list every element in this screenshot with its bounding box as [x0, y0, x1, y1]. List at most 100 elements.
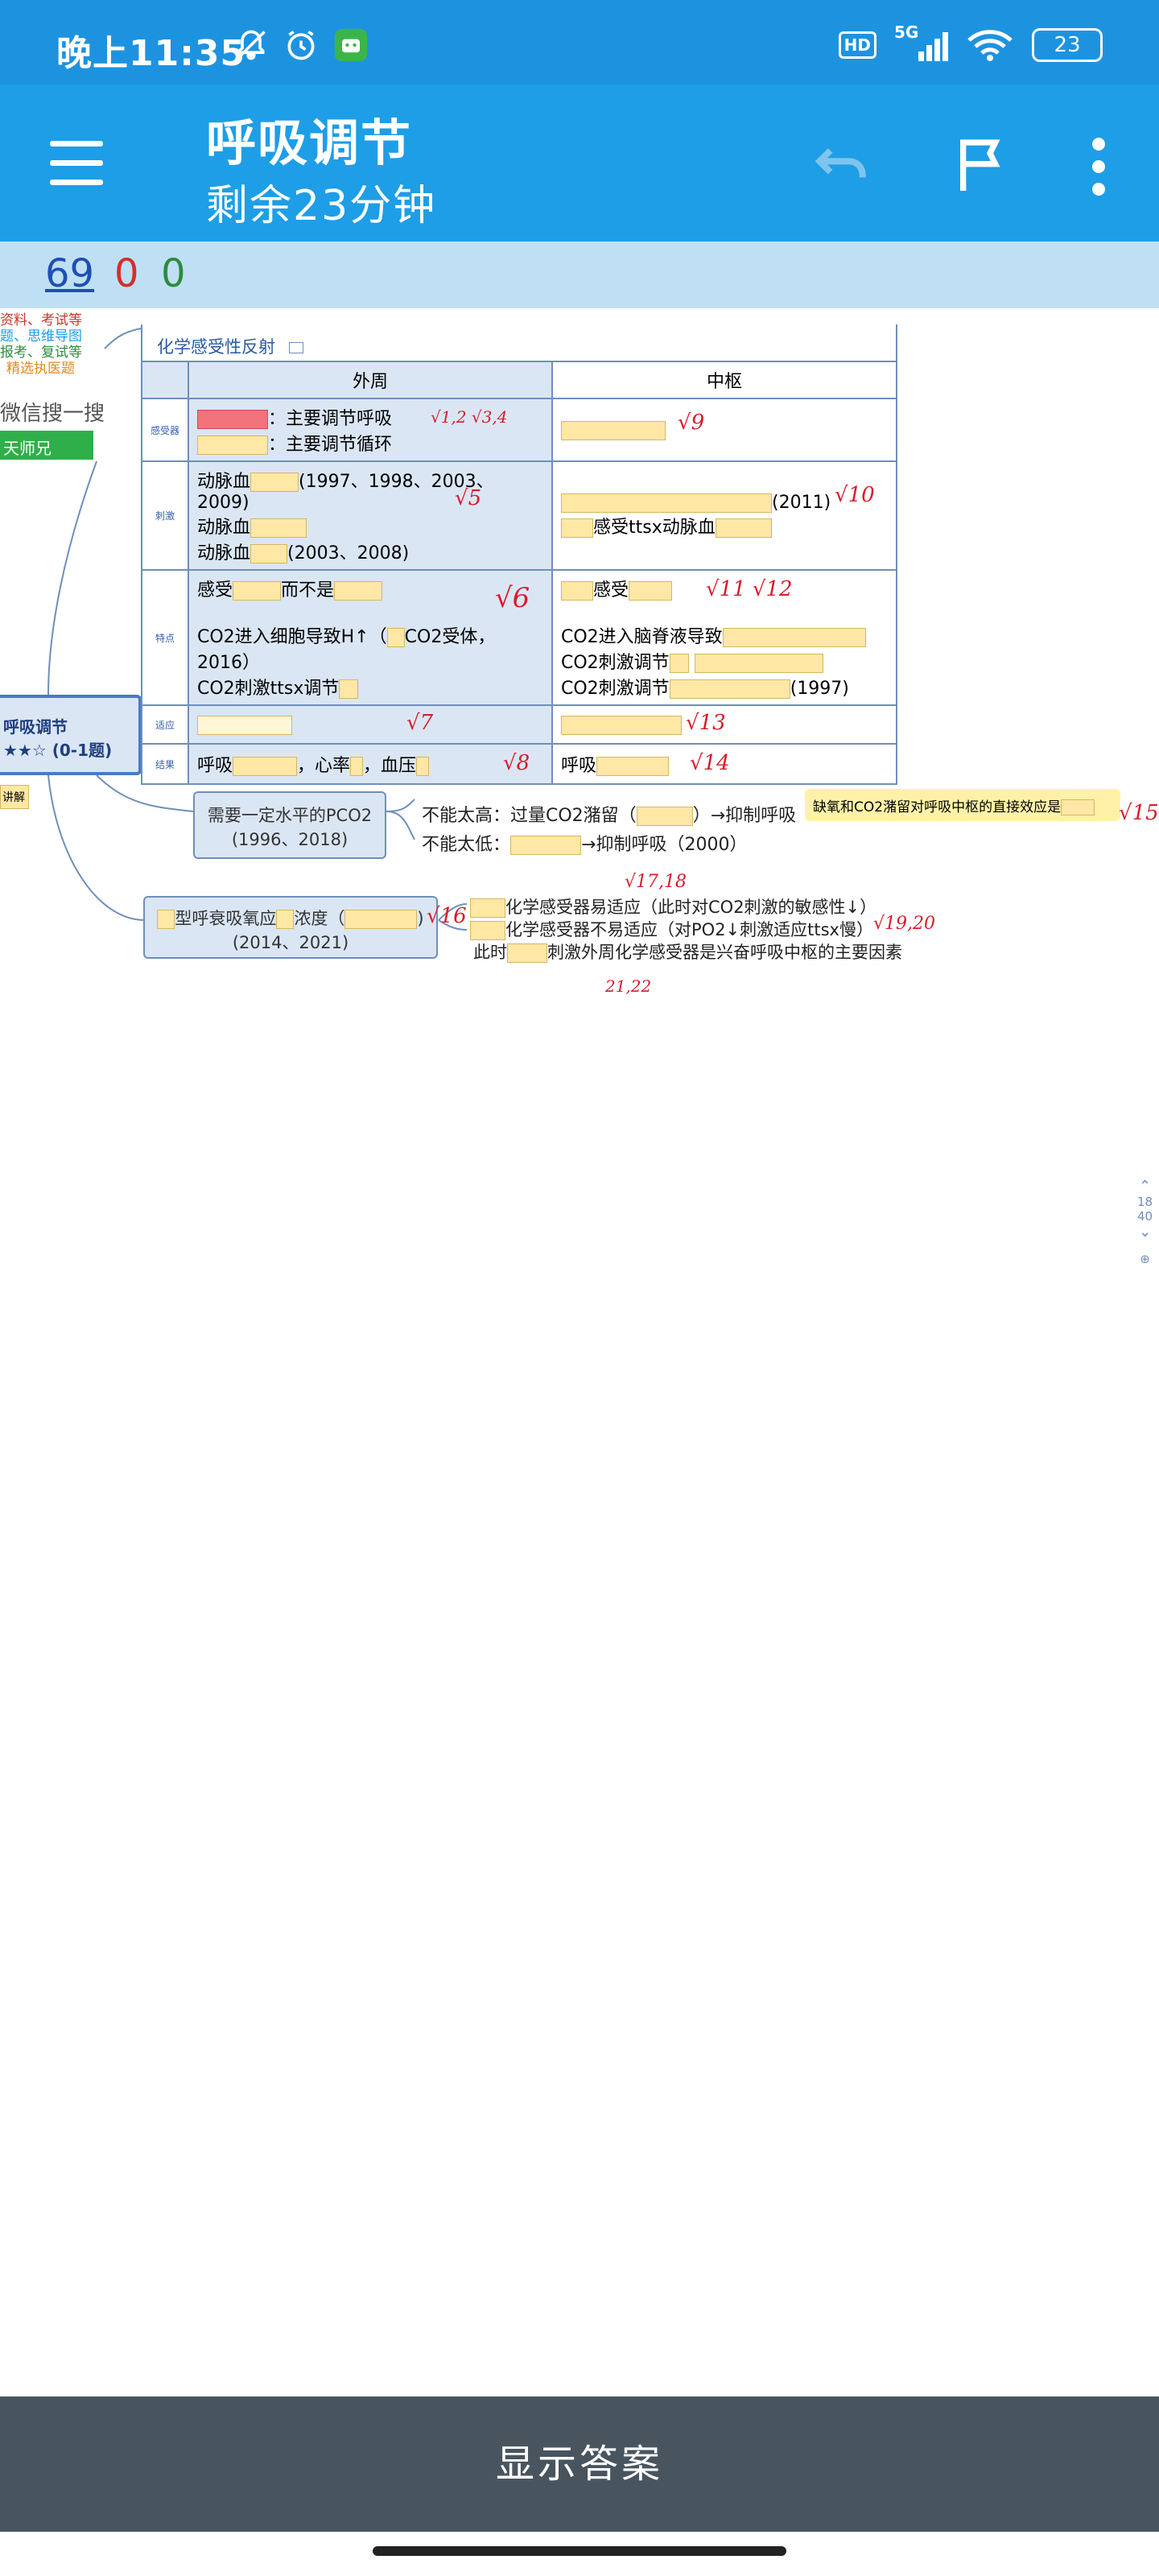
blank-pco2-high[interactable] [636, 807, 693, 826]
pco2-node[interactable]: 需要一定水平的PCO2 (1996、2018) [193, 791, 386, 859]
yellow-note: 缺氧和CO2潴留对呼吸中枢的直接效应是 [805, 789, 1120, 821]
blank-6c[interactable] [386, 628, 405, 647]
blank-15[interactable] [1061, 799, 1095, 815]
left-fragment-4: 精选执医题 [6, 361, 75, 377]
blank-12c[interactable] [694, 654, 823, 673]
blank-16b[interactable] [276, 910, 295, 929]
blank-16a[interactable] [157, 910, 175, 929]
explain-tag: 讲解 [0, 785, 29, 809]
blank-10c[interactable] [715, 518, 772, 538]
hypoxia-line-2: 化学感受器不易适应（对PO2↓刺激适应ttsx慢） [470, 917, 873, 941]
wechat-search-text: 微信搜一搜 [0, 402, 105, 426]
blank-12a[interactable] [722, 628, 866, 647]
row-head-stimulus: 刺激 [141, 460, 189, 571]
android-app-icon [334, 28, 368, 62]
blank-19[interactable] [470, 921, 505, 940]
handwritten-mark: √9 [678, 411, 705, 435]
cell-center-feature: 感受 CO2进入脑脊液导致 CO2刺激调节 CO2刺激调节(1997) √11 … [551, 569, 897, 706]
menu-icon[interactable] [50, 141, 103, 186]
page-title: 呼吸调节 [206, 114, 413, 172]
col-outer-header: 外周 [188, 361, 553, 399]
mindmap-connectors [47, 328, 468, 931]
status-bar: 晚上11:35 HD 5G 23 [0, 0, 1159, 85]
rail-total: 40 [1136, 1209, 1153, 1224]
hypoxia-node[interactable]: 型呼衰吸氧应浓度（) (2014、2021) [143, 896, 438, 959]
rail-page: 18 [1136, 1195, 1153, 1209]
blank-11b[interactable] [629, 581, 673, 601]
hypoxia-line-3: 此时刺激外周化学感受器是兴奋呼吸中枢的主要因素 [473, 943, 902, 963]
handwritten-mark: √15 [1119, 801, 1159, 825]
topic-node-title: 呼吸调节 [3, 717, 68, 737]
wrong-count: 0 [114, 251, 139, 296]
table-row: 特点 感受而不是 CO2进入细胞导致H↑（CO2受体，2016） CO2刺激tt… [141, 569, 897, 706]
blank-8b[interactable] [350, 757, 364, 776]
handwritten-mark: √17,18 [625, 872, 687, 892]
chevron-down-icon[interactable]: ⌄ [1138, 1224, 1152, 1241]
cell-center-stimulus: (2011) 感受ttsx动脉血 √10 [551, 460, 897, 571]
handwritten-mark: √6 [495, 582, 530, 614]
network-type: 5G [894, 23, 919, 42]
zoom-icon[interactable]: ⊕ [1140, 1252, 1150, 1266]
handwritten-mark: √7 [406, 711, 434, 735]
row-head-adapt: 适应 [141, 704, 189, 745]
cell-outer-result: 呼吸，心率，血压 √8 [188, 743, 553, 785]
handwritten-mark: √19,20 [873, 914, 935, 934]
blank-6a[interactable] [233, 581, 282, 601]
page-rail[interactable]: ⌃ 18 40 ⌄ ⊕ [1131, 1178, 1159, 1266]
cell-outer-feature: 感受而不是 CO2进入细胞导致H↑（CO2受体，2016） CO2刺激ttsx调… [188, 569, 553, 706]
row-head-feature: 特点 [141, 569, 189, 706]
blank-10b[interactable] [561, 518, 593, 538]
total-count[interactable]: 69 [45, 251, 95, 296]
blank-7[interactable] [197, 715, 292, 735]
cell-center-result: 呼吸 √14 [551, 743, 897, 785]
mindmap-canvas[interactable]: 资料、考试等 题、思维导图 报考、复试等 精选执医题 微信搜一搜 天师兄 呼吸调… [0, 308, 1159, 2397]
row-head-result: 结果 [141, 743, 189, 785]
reflex-table: 外周 中枢 感受器 ：主要调节呼吸 ：主要调节循环 √1,2 √3,4 √9 刺… [141, 361, 897, 785]
blank-8a[interactable] [233, 757, 298, 776]
undo-icon[interactable] [809, 134, 873, 199]
hypoxia-line-1: 化学感受器易适应（此时对CO2刺激的敏感性↓） [470, 894, 876, 919]
blank-17[interactable] [470, 898, 505, 918]
blank-6d[interactable] [339, 679, 359, 699]
blank-12b[interactable] [669, 654, 689, 673]
wifi-icon [967, 30, 1013, 61]
table-row: 感受器 ：主要调节呼吸 ：主要调节循环 √1,2 √3,4 √9 [141, 398, 897, 462]
blank-6b[interactable] [334, 581, 383, 601]
blank-pco2-low[interactable] [510, 836, 582, 855]
handwritten-mark: √13 [686, 711, 726, 735]
time-remaining: 剩余23分钟 [206, 182, 437, 230]
status-icons-left [233, 27, 369, 63]
blank-1[interactable] [197, 410, 268, 429]
handwritten-mark: √1,2 √3,4 [431, 407, 508, 427]
blank-9[interactable] [561, 420, 666, 440]
more-vert-icon[interactable] [1079, 134, 1119, 199]
home-indicator[interactable] [373, 2546, 786, 2556]
show-answer-button[interactable]: 显示答案 [0, 2396, 1159, 2532]
blank-8c[interactable] [416, 757, 430, 776]
blank-13[interactable] [561, 715, 682, 735]
blank-5[interactable] [250, 473, 299, 492]
expand-icon[interactable] [288, 342, 303, 353]
blank-14[interactable] [596, 757, 670, 776]
handwritten-mark: 21,22 [605, 976, 652, 996]
blank-11a[interactable] [561, 581, 593, 601]
cell-outer-stimulus: 动脉血(1997、1998、2003、2009) 动脉血 动脉血(2003、20… [188, 460, 553, 571]
app-bar: 呼吸调节 剩余23分钟 [0, 85, 1159, 242]
blank-10[interactable] [561, 493, 772, 513]
topic-node[interactable]: 呼吸调节 ★★☆ (0-1题) [0, 695, 142, 775]
row-head-receptor: 感受器 [141, 398, 189, 462]
blank-16c[interactable] [344, 910, 418, 929]
blank-21[interactable] [507, 943, 547, 963]
blank-12d[interactable] [669, 679, 790, 699]
flag-icon[interactable] [950, 134, 1014, 199]
alarm-icon [287, 30, 315, 60]
table-corner [141, 361, 189, 399]
blank-5c[interactable] [250, 544, 288, 564]
handwritten-mark: √16 [427, 904, 467, 928]
blank-5b[interactable] [250, 518, 307, 538]
chevron-up-icon[interactable]: ⌃ [1138, 1178, 1152, 1195]
hd-icon: HD [838, 31, 876, 59]
table-row: 结果 呼吸，心率，血压 √8 呼吸 √14 [141, 743, 897, 785]
blank-3[interactable] [197, 436, 268, 455]
left-fragment-3: 报考、复试等 [0, 345, 82, 361]
